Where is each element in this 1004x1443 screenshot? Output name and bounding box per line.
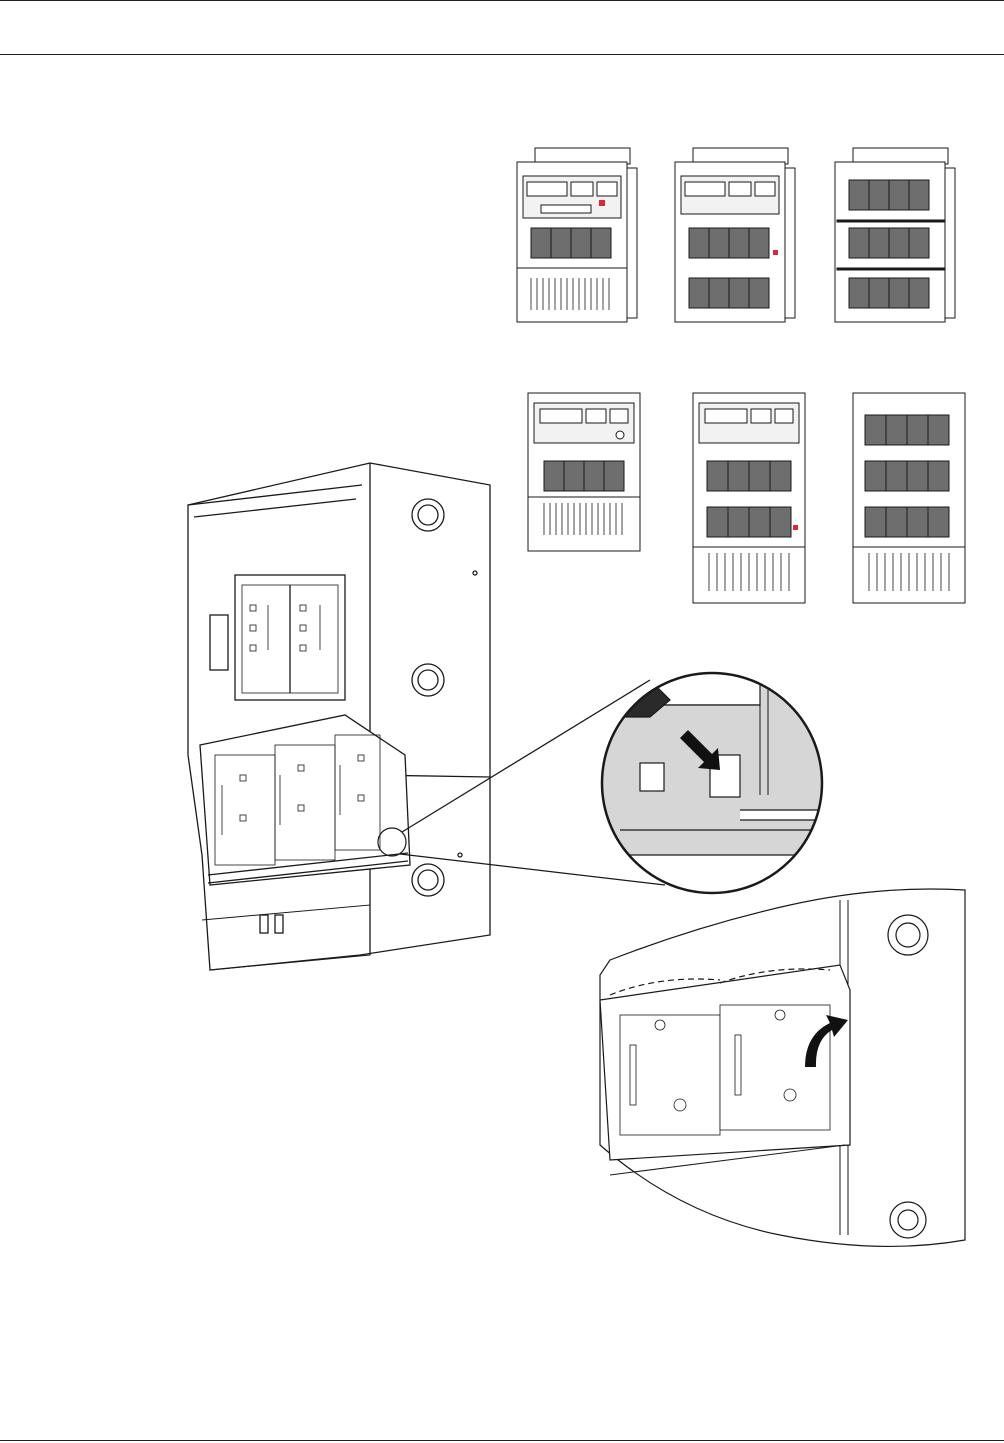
latch-detail-callout bbox=[580, 665, 880, 893]
header-rule bbox=[0, 0, 1004, 1]
rail-hinge-detail bbox=[600, 889, 965, 1246]
panel-variant-1-module bbox=[517, 148, 637, 322]
panel-variant-3-modules bbox=[835, 148, 955, 322]
panel-variant-2-modules bbox=[675, 148, 795, 322]
enclosure-assembly-drawing bbox=[180, 455, 980, 1255]
enclosure-body bbox=[188, 463, 490, 970]
footer-rule bbox=[0, 1440, 1004, 1441]
panel-variants-row-1 bbox=[505, 140, 985, 330]
header-divider bbox=[0, 54, 1004, 55]
